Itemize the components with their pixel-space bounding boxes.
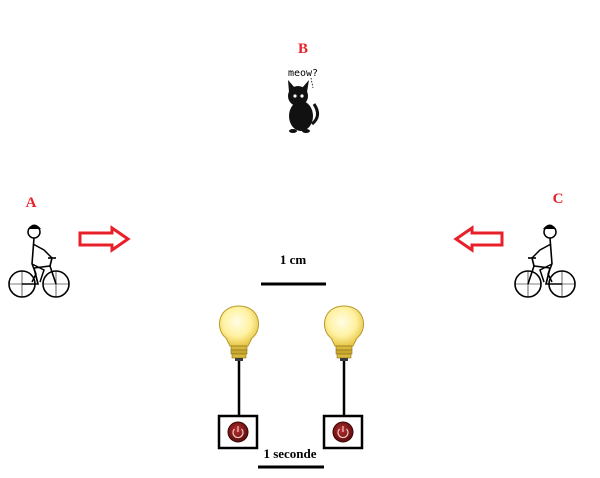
- cat-icon: [288, 77, 319, 133]
- label-b: B: [298, 41, 308, 57]
- lightbulb-left-icon: [218, 305, 260, 362]
- cyclist-a-icon: [8, 223, 70, 298]
- arrow-right-icon: [78, 225, 131, 253]
- cat-speech: meow?: [288, 68, 318, 79]
- power-button-left-icon: [217, 414, 259, 450]
- arrow-left-icon: [453, 225, 504, 253]
- scale-length-label: 1 cm: [280, 252, 307, 267]
- lightbulb-right-icon: [323, 305, 365, 362]
- label-c: C: [553, 191, 564, 207]
- power-button-right-icon: [322, 414, 364, 450]
- label-a: A: [26, 195, 37, 211]
- cyclist-c-icon: [514, 223, 576, 298]
- scale-time-label: 1 seconde: [263, 446, 316, 461]
